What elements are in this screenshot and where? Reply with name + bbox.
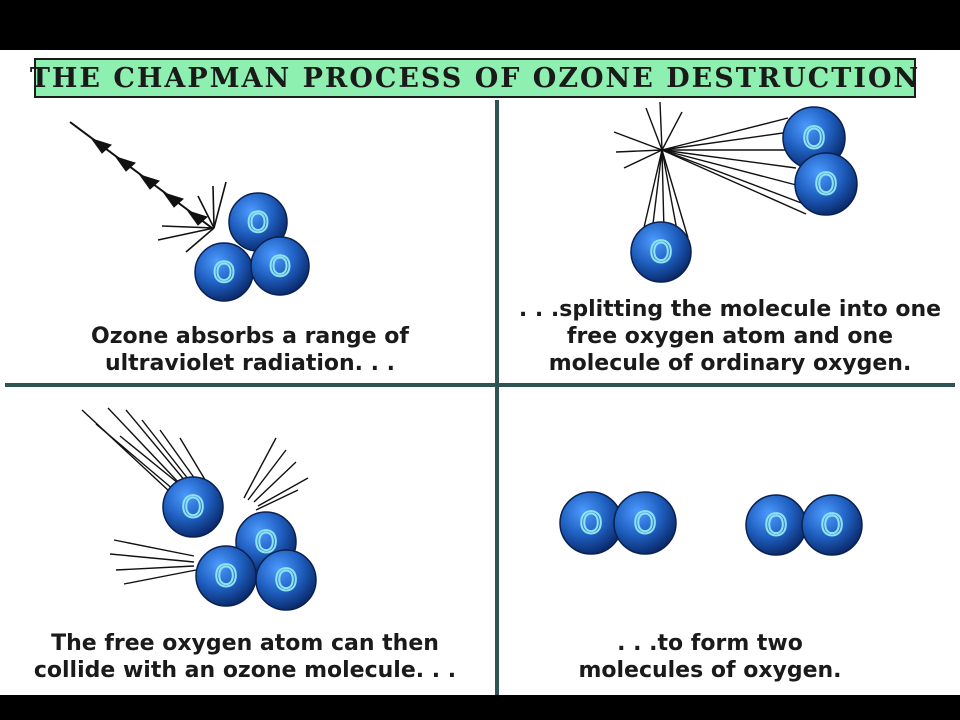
atom-letter: O [821,508,844,542]
oxygen-atom: O [250,236,310,296]
uv-radiation-arrow [69,121,213,229]
atom-letter: O [634,506,657,540]
oxygen-atom: O [801,494,863,556]
oxygen-atom: O [794,152,858,216]
caption-line: Ozone absorbs a range of [91,324,409,349]
caption-line: ultraviolet radiation. . . [104,351,396,376]
atom-letter: O [215,559,238,593]
oxygen-atom: O [194,242,254,302]
caption-line: free oxygen atom and one [566,324,894,349]
caption-line: The free oxygen atom can then [51,631,439,656]
title-bar: THE CHAPMAN PROCESS OF OZONE DESTRUCTION [30,58,918,98]
atom-letter: O [580,506,603,540]
atom-letter: O [803,121,826,155]
oxygen-atom: O [559,491,623,555]
caption-line: . . .to form two [617,631,803,656]
oxygen-atom: O [195,545,257,607]
atom-letter: O [275,563,298,597]
atom-letter: O [815,167,838,201]
split-rays [613,101,807,239]
oxygen-atom: O [255,549,317,611]
atom-letter: O [650,235,673,269]
caption-line: molecule of ordinary oxygen. [548,351,912,376]
oxygen-atom: O [630,221,692,283]
oxygen-atom: O [228,192,288,252]
impact-rays-1 [157,181,227,253]
atom-letter: O [269,250,291,283]
atom-letter: O [182,490,205,524]
atom-letter: O [247,206,269,239]
oxygen-atom: O [613,491,677,555]
caption-line: . . .splitting the molecule into one [518,297,942,322]
caption-line: molecules of oxygen. [578,658,842,683]
collision-rays [81,407,309,585]
oxygen-atom: O [745,494,807,556]
caption-line: collide with an ozone molecule. . . [33,658,457,683]
atom-letter: O [213,256,235,289]
diagram-title: THE CHAPMAN PROCESS OF OZONE DESTRUCTION [29,62,921,94]
oxygen-atom: O [162,476,224,538]
atom-letter: O [765,508,788,542]
